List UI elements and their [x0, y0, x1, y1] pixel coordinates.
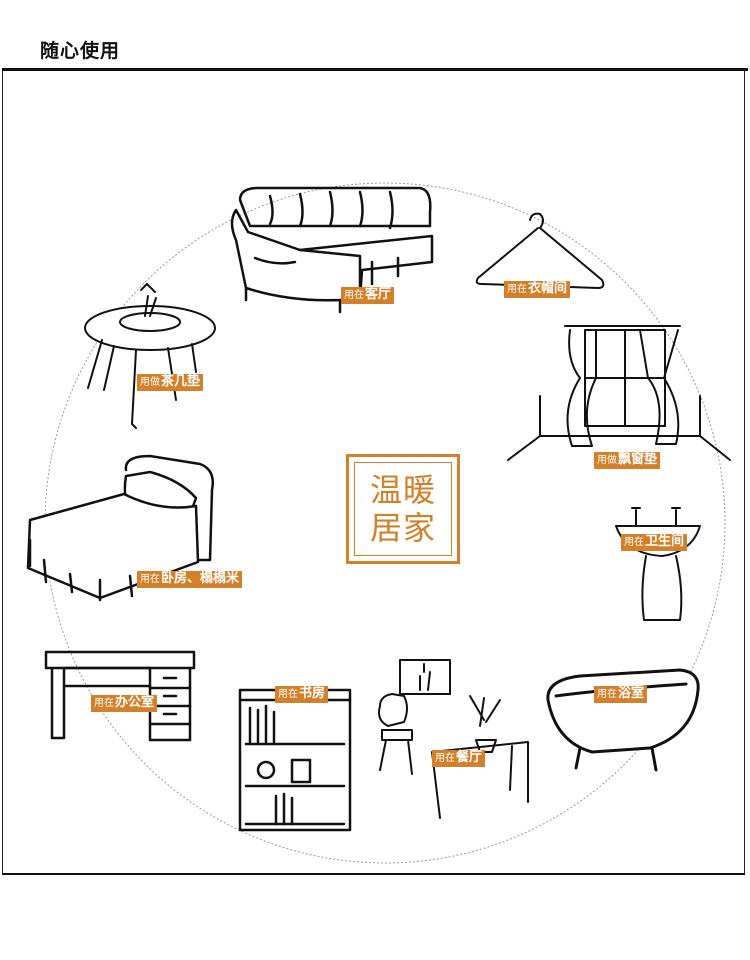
stamp-line-1: 温暖 — [369, 471, 436, 509]
room-tag-bedroom: 用在卧房、榻榻米 — [137, 571, 243, 588]
header-divider — [2, 68, 748, 71]
room-tag-closet: 用在衣帽间 — [504, 281, 571, 298]
page-title: 随心使用 — [40, 40, 121, 62]
curtain-window-icon — [507, 325, 731, 461]
room-tag-tea: 用做茶几垫 — [137, 374, 204, 391]
content-frame — [2, 71, 745, 875]
hanger-icon — [475, 212, 605, 289]
room-tag-office: 用在办公室 — [91, 695, 158, 712]
room-tag-bath: 用在浴室 — [594, 686, 648, 703]
room-tag-dining: 用在餐厅 — [432, 750, 486, 767]
stamp-line-2: 居家 — [369, 509, 436, 547]
room-tag-window: 用做飘窗垫 — [594, 452, 661, 469]
bathtub-icon — [546, 668, 700, 772]
room-tag-bathroom: 用在卫生间 — [621, 534, 688, 551]
dotted-circle — [44, 182, 726, 864]
sink-icon — [615, 507, 701, 621]
dining-icon — [378, 659, 529, 819]
bookshelf-icon — [238, 688, 352, 832]
room-tag-living: 用在客厅 — [341, 287, 395, 304]
room-tag-study: 用在书房 — [275, 686, 329, 703]
coffee-table-icon — [84, 283, 216, 429]
desk-icon — [44, 650, 196, 742]
sofa-icon — [230, 186, 434, 314]
center-stamp-inner: 温暖 居家 — [354, 462, 452, 556]
center-stamp: 温暖 居家 — [346, 454, 460, 564]
